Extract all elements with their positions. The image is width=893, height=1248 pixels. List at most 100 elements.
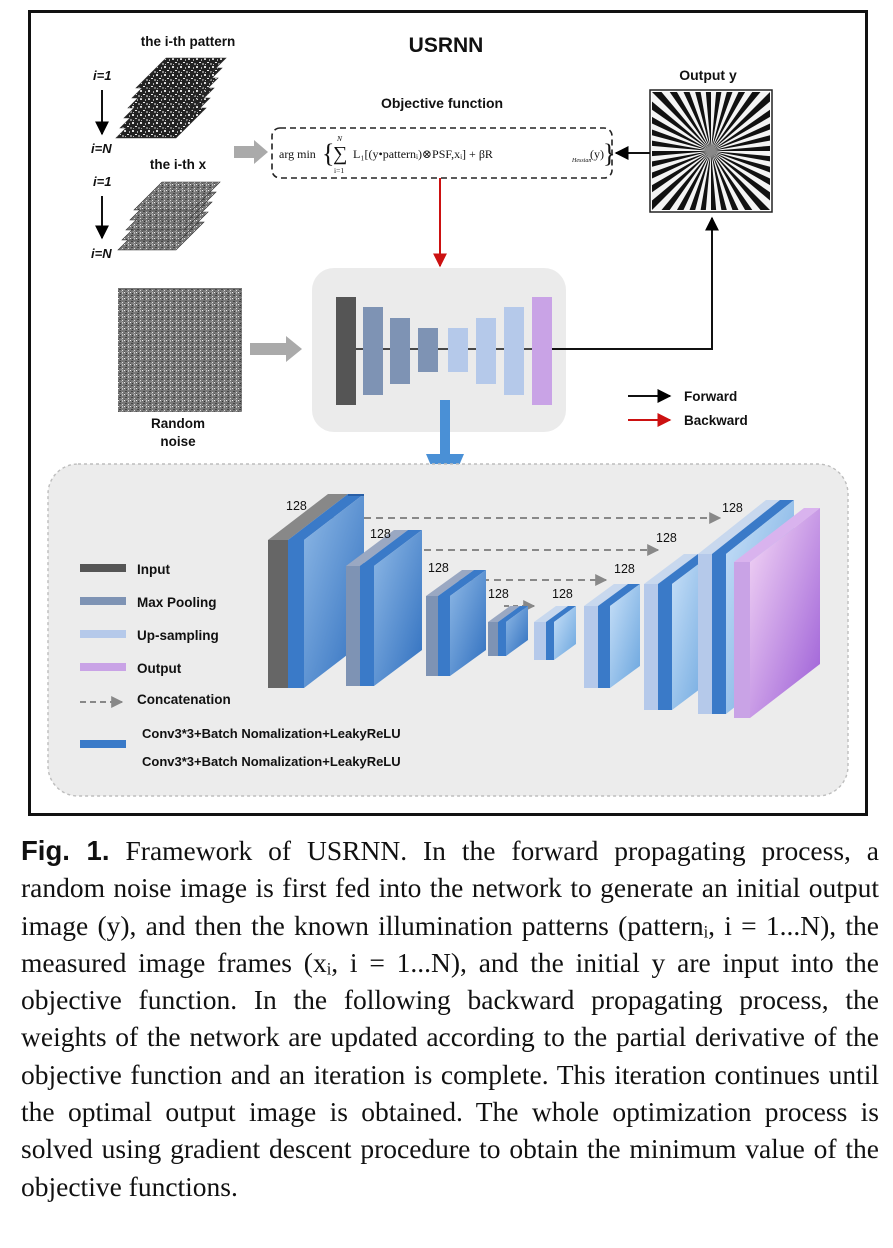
- unet-block-4: [488, 606, 528, 656]
- architecture-legend: Input Max Pooling Up-sampling Output Con…: [80, 562, 401, 769]
- siemens-star-spoke: [711, 151, 770, 157]
- formula-sum-upper: N: [336, 134, 343, 143]
- legend-concat-label: Concatenation: [137, 692, 231, 707]
- net-block-up-2: [476, 318, 496, 384]
- channel-label-4: 128: [488, 587, 509, 601]
- channel-label-7: 128: [656, 531, 677, 545]
- siemens-star-spoke: [652, 151, 711, 201]
- siemens-star-spoke: [711, 151, 722, 210]
- unet-block-6: [584, 584, 640, 688]
- caption-label: Fig. 1.: [21, 835, 110, 866]
- pattern-stack: [115, 57, 227, 139]
- siemens-star-spoke: [711, 92, 739, 151]
- objective-box: [271, 127, 613, 179]
- unet-block-3: [426, 570, 486, 676]
- network-blocks: [336, 297, 552, 405]
- noise-label-line1: Random: [151, 416, 205, 431]
- x-stack: [117, 181, 221, 251]
- net-block-pool-2: [390, 318, 410, 384]
- siemens-star-center: [706, 146, 716, 156]
- legend-conv-label-2: Conv3*3+Batch Nomalization+LeakyReLU: [142, 754, 401, 769]
- caption-text: Framework of USRNN. In the forward propa…: [21, 835, 880, 1202]
- framework-figure: USRNN the i-th pattern i=1 i=N the i-th …: [28, 10, 868, 816]
- unet-blocks: [268, 494, 820, 718]
- channel-label-6: 128: [614, 562, 635, 576]
- net-block-up-1: [448, 328, 468, 372]
- net-block-output: [532, 297, 552, 405]
- channel-label-2: 128: [370, 527, 391, 541]
- siemens-star-spoke: [711, 151, 770, 193]
- siemens-star-spoke: [652, 151, 711, 162]
- net-block-input: [336, 297, 356, 405]
- formula-term: L₁[(y•patternᵢ)⊗PSF,xᵢ] + βR: [353, 147, 493, 161]
- siemens-star-spoke: [652, 151, 711, 186]
- legend-input-label: Input: [137, 562, 170, 577]
- unet-block-2: [346, 530, 422, 686]
- siemens-star-spoke: [669, 151, 711, 210]
- x-index-end: i=N: [91, 246, 112, 261]
- objective-title: Objective function: [381, 95, 503, 111]
- random-noise-image: [118, 288, 242, 412]
- noise-to-network-arrow: [250, 336, 302, 362]
- siemens-star-spoke: [705, 151, 711, 210]
- net-block-pool-3: [418, 328, 438, 372]
- x-index-start: i=1: [93, 174, 111, 189]
- legend-maxpool-swatch: [80, 597, 126, 605]
- siemens-star-spoke: [652, 135, 711, 151]
- legend-output-label: Output: [137, 661, 182, 676]
- formula-reg-subscript: Hessian: [571, 158, 591, 164]
- pattern-index-start: i=1: [93, 68, 111, 83]
- objective-formula: arg min { ∑ N i=1 L₁[(y•patternᵢ)⊗PSF,xᵢ…: [279, 134, 615, 175]
- output-siemens-star: [652, 92, 770, 210]
- siemens-star-spoke: [711, 151, 761, 210]
- legend-backward-label: Backward: [684, 413, 748, 428]
- siemens-star-spoke: [711, 101, 770, 151]
- siemens-star-spoke: [652, 92, 711, 151]
- legend-output-swatch: [80, 663, 126, 671]
- siemens-star-spoke: [676, 92, 711, 151]
- net-block-up-3: [504, 307, 524, 395]
- unet-block-8: [698, 500, 820, 718]
- siemens-star-spoke: [683, 151, 711, 210]
- siemens-star-spoke: [711, 140, 770, 151]
- siemens-star-spoke: [652, 151, 711, 210]
- legend-upsample-swatch: [80, 630, 126, 638]
- figure-title: USRNN: [409, 34, 484, 57]
- legend-conv-swatch: [80, 740, 126, 748]
- channel-labels: 128 128 128 128 128 128 128 128: [286, 499, 743, 601]
- siemens-star-spoke: [711, 151, 770, 210]
- x-label: the i-th x: [150, 157, 207, 172]
- legend-upsample-label: Up-sampling: [137, 628, 219, 643]
- output-label: Output y: [679, 67, 737, 83]
- siemens-star-spoke: [711, 151, 770, 179]
- pattern-index-end: i=N: [91, 141, 112, 156]
- network-to-output-arrow: [552, 216, 719, 350]
- siemens-star-spoke: [652, 145, 711, 151]
- formula-sum-lower: i=1: [334, 166, 344, 175]
- input-to-objective-arrow: [234, 140, 268, 164]
- formula-brace-left: {: [322, 139, 334, 168]
- net-block-pool-1: [363, 307, 383, 395]
- siemens-star-spoke: [711, 92, 717, 151]
- siemens-star-spoke: [711, 92, 727, 151]
- legend-input-swatch: [80, 564, 126, 572]
- unet-block-5: [534, 606, 576, 660]
- formula-reg-arg: (y): [590, 147, 604, 161]
- siemens-star-spoke: [711, 129, 770, 151]
- channel-label-8: 128: [722, 501, 743, 515]
- siemens-star-spoke: [711, 151, 746, 210]
- formula-sum: ∑: [333, 143, 347, 165]
- siemens-star-spoke: [652, 151, 711, 173]
- siemens-star-spoke: [661, 92, 711, 151]
- channel-label-1: 128: [286, 499, 307, 513]
- channel-label-3: 128: [428, 561, 449, 575]
- noise-label-line2: noise: [160, 434, 196, 449]
- siemens-star-spoke: [689, 92, 711, 151]
- siemens-star-spoke: [711, 151, 770, 167]
- channel-label-5: 128: [552, 587, 573, 601]
- figure-caption: Fig. 1.Framework of USRNN. In the forwar…: [21, 832, 879, 1205]
- siemens-star-spoke: [711, 92, 753, 151]
- formula-brace-right: }: [603, 139, 615, 168]
- legend-maxpool-label: Max Pooling: [137, 595, 217, 610]
- pattern-label: the i-th pattern: [141, 34, 236, 49]
